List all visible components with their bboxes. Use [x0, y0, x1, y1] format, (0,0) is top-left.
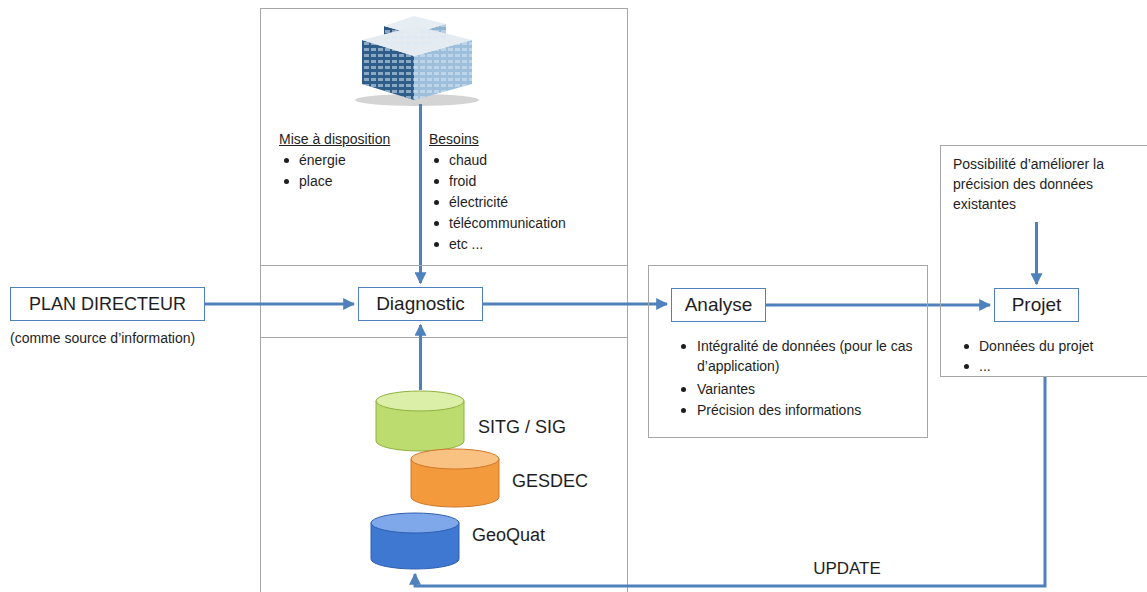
- cylinder-shape: [410, 448, 500, 508]
- bullet-item: place: [279, 171, 332, 191]
- process-box: Diagnostic: [358, 287, 483, 321]
- source-box: PLAN DIRECTEUR(comme source d’informatio…: [10, 287, 205, 321]
- flow-arrow: [766, 304, 990, 307]
- edge-label: UPDATE: [810, 559, 884, 579]
- bullet-item: électricité: [429, 192, 508, 212]
- diagnostic-band: [261, 266, 628, 338]
- database-cylinder: GESDEC: [410, 448, 500, 508]
- project-panel: Possibilité d’améliorer la précision des…: [940, 145, 1147, 377]
- flow-arrow: [483, 303, 667, 306]
- box-title: Analyse: [685, 293, 753, 317]
- bullet-item: Variantes: [673, 379, 755, 399]
- database-label: SITG / SIG: [478, 416, 566, 438]
- list-heading: Mise à disposition: [279, 129, 390, 149]
- analysis-panel: Intégralité de données (pour le cas d’ap…: [648, 265, 928, 438]
- building-panel: Mise à dispositionénergieplace Besoinscha…: [260, 8, 628, 266]
- database-panel: [261, 338, 628, 592]
- bullet-item: chaud: [429, 150, 487, 170]
- database-label: GeoQuat: [472, 524, 545, 546]
- note-text: Possibilité d’améliorer la précision des…: [953, 154, 1138, 214]
- building-illustration: [355, 16, 479, 106]
- flow-arrow: [415, 377, 1045, 586]
- cylinder-shape: [375, 390, 465, 452]
- cylinder-top: [376, 391, 464, 411]
- cylinder-top: [411, 449, 499, 469]
- flow-arrow: [419, 104, 422, 283]
- bullet-item: froid: [429, 171, 476, 191]
- database-label: GESDEC: [512, 470, 588, 492]
- cylinder-top: [371, 513, 459, 533]
- database-cylinder: GeoQuat: [370, 512, 460, 570]
- cylinder-shape: [370, 512, 460, 570]
- note-text: (comme source d’information): [10, 328, 195, 348]
- flow-arrow: [1035, 222, 1038, 284]
- bullet-item: Intégralité de données (pour le cas d’ap…: [673, 336, 937, 376]
- process-box: Projet: [994, 288, 1079, 322]
- box-title: Projet: [1012, 293, 1062, 317]
- process-box: Analyse: [671, 288, 766, 322]
- flow-arrow: [419, 325, 422, 390]
- flow-arrow: [205, 303, 354, 306]
- box-title: PLAN DIRECTEUR: [29, 293, 186, 315]
- bullet-item: Données du projet: [959, 336, 1093, 356]
- list-heading: Besoins: [429, 129, 479, 149]
- bullet-item: énergie: [279, 150, 346, 170]
- bullet-item: ...: [959, 356, 991, 376]
- bullet-item: Précision des informations: [673, 400, 861, 420]
- database-cylinder: SITG / SIG: [375, 390, 465, 452]
- bullet-item: télécommunication: [429, 213, 566, 233]
- bullet-item: etc ...: [429, 234, 483, 254]
- box-title: Diagnostic: [376, 292, 465, 316]
